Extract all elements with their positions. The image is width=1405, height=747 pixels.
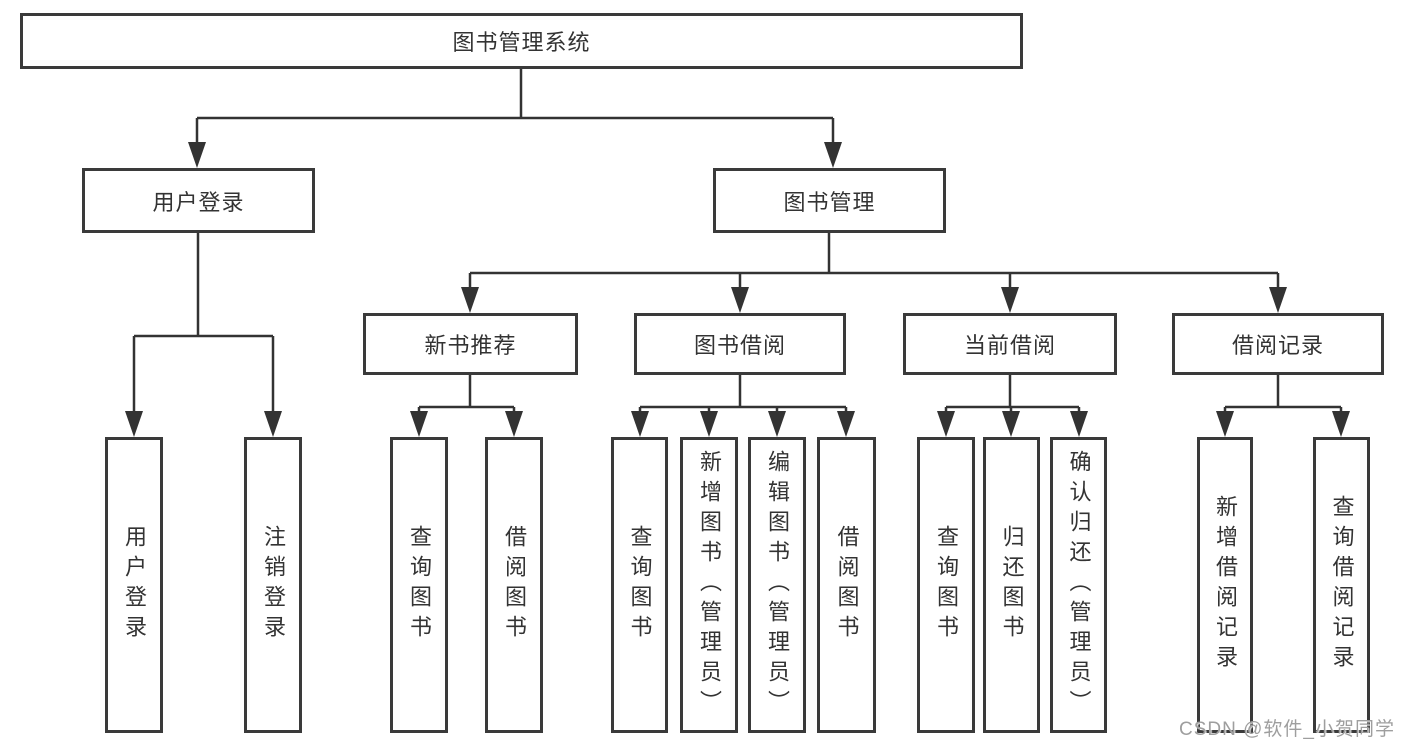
leaf-query-books-1: 查询图书 [390,437,448,733]
leaf-confirm-return-admin-label: 确认归还（管理员） [1066,450,1092,720]
node-book-borrow-label: 图书借阅 [693,333,786,358]
leaf-confirm-return-admin: 确认归还（管理员） [1050,437,1107,733]
leaf-return-book: 归还图书 [983,437,1040,733]
leaf-add-borrow-record-label: 新增借阅记录 [1213,495,1238,675]
leaf-add-borrow-record: 新增借阅记录 [1197,437,1253,733]
leaf-return-book-label: 归还图书 [999,525,1025,645]
node-root-label: 图书管理系统 [452,30,591,55]
node-new-book-recommend-label: 新书推荐 [424,333,517,358]
node-user-login-label: 用户登录 [152,189,245,215]
leaf-borrow-books-2: 借阅图书 [817,437,876,733]
leaf-borrow-books-1-label: 借阅图书 [502,525,527,645]
leaf-user-login: 用户登录 [105,437,163,733]
csdn-watermark: CSDN @软件_小贺同学 [1179,719,1395,740]
leaf-logout: 注销登录 [244,437,302,733]
leaf-query-books-1-label: 查询图书 [407,525,432,645]
leaf-add-book-admin: 新增图书（管理员） [680,437,738,733]
node-borrow-records: 借阅记录 [1172,313,1384,375]
leaf-edit-book-admin-label: 编辑图书（管理员） [765,450,790,720]
leaf-edit-book-admin: 编辑图书（管理员） [748,437,806,733]
leaf-query-borrow-record-label: 查询借阅记录 [1329,495,1355,675]
node-book-management: 图书管理 [713,168,946,233]
node-root: 图书管理系统 [20,13,1023,69]
node-current-borrow-label: 当前借阅 [963,333,1056,358]
leaf-user-login-label: 用户登录 [122,525,147,645]
node-user-login: 用户登录 [82,168,315,233]
leaf-query-books-2-label: 查询图书 [627,525,653,645]
node-new-book-recommend: 新书推荐 [363,313,578,375]
node-current-borrow: 当前借阅 [903,313,1117,375]
leaf-logout-label: 注销登录 [261,525,286,645]
leaf-query-books-2: 查询图书 [611,437,668,733]
leaf-query-books-3-label: 查询图书 [934,525,959,645]
leaf-borrow-books-2-label: 借阅图书 [834,525,860,645]
node-borrow-records-label: 借阅记录 [1231,333,1324,358]
leaf-add-book-admin-label: 新增图书（管理员） [697,450,722,720]
leaf-borrow-books-1: 借阅图书 [485,437,543,733]
node-book-management-label: 图书管理 [783,189,876,215]
leaf-query-borrow-record: 查询借阅记录 [1313,437,1370,733]
leaf-query-books-3: 查询图书 [917,437,975,733]
node-book-borrow: 图书借阅 [634,313,846,375]
